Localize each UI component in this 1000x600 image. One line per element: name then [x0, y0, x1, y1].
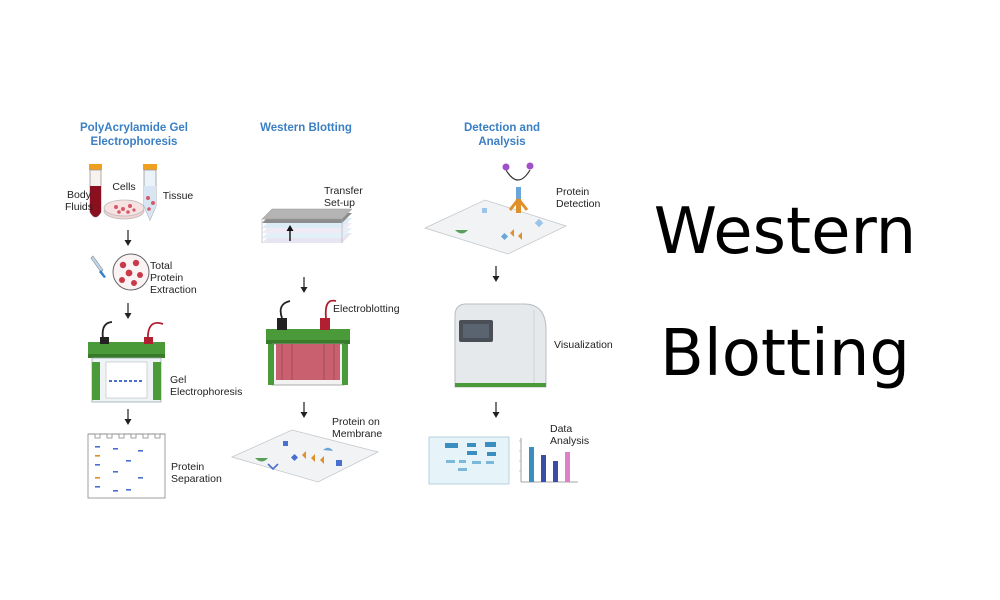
detection-label-1: Protein [556, 186, 589, 198]
gel-header-line1: PolyAcrylamide Gel [80, 122, 188, 134]
arrow-down-icon [124, 409, 132, 425]
arrow-down-icon [124, 303, 132, 319]
protein-membrane-icon [230, 429, 380, 483]
arrow-down-icon [492, 266, 500, 282]
pipette-icon [90, 255, 106, 278]
tissue-label: Tissue [163, 190, 194, 202]
body-fluids-label-1: Body [67, 189, 92, 201]
main-title-line2: Blotting [660, 317, 910, 391]
blot-header: Western Blotting [260, 122, 352, 134]
detect-header-line2: Analysis [478, 136, 525, 148]
detection-membrane-icon [423, 199, 568, 255]
membrane-label-1: Protein on [332, 416, 380, 428]
extraction-label-3: Extraction [150, 284, 197, 296]
body-fluids-label-2: Fluids [65, 201, 93, 213]
tissue-tube-icon [143, 164, 157, 222]
electroblotting-tank-icon [266, 299, 350, 386]
separation-label-2: Separation [171, 473, 222, 485]
visualization-label: Visualization [554, 339, 613, 351]
detect-header-line1: Detection and [464, 122, 540, 134]
analysis-label-2: Analysis [550, 435, 589, 447]
arrow-down-icon [124, 230, 132, 246]
protein-extraction-icon [112, 253, 150, 291]
bar-chart-icon [519, 438, 578, 483]
analysis-label-1: Data [550, 423, 572, 435]
transfer-stack-icon [261, 208, 353, 243]
gel-header-line2: Electrophoresis [91, 136, 178, 148]
antibody-icon [502, 162, 534, 213]
membrane-label-2: Membrane [332, 428, 382, 440]
imaging-system-icon [454, 303, 547, 388]
separation-gel-icon [87, 433, 166, 499]
gel-electrophoresis-apparatus-icon [88, 321, 165, 403]
main-title-line1: Western [653, 195, 917, 269]
extraction-label-1: Total [150, 260, 172, 272]
cells-label: Cells [112, 181, 135, 193]
arrow-down-icon [300, 402, 308, 418]
arrow-down-icon [300, 277, 308, 293]
petri-dish-icon [103, 199, 145, 220]
arrow-down-icon [492, 402, 500, 418]
detection-label-2: Detection [556, 198, 601, 210]
electrophoresis-label-1: Gel [170, 374, 186, 386]
electrophoresis-label-2: Electrophoresis [170, 386, 242, 398]
transfer-label-2: Set-up [324, 197, 355, 209]
blood-tube-icon [89, 164, 102, 218]
separation-label-1: Protein [171, 461, 204, 473]
electroblotting-label: Electroblotting [333, 303, 400, 315]
blot-image-icon [428, 436, 510, 485]
extraction-label-2: Protein [150, 272, 183, 284]
transfer-label-1: Transfer [324, 185, 363, 197]
